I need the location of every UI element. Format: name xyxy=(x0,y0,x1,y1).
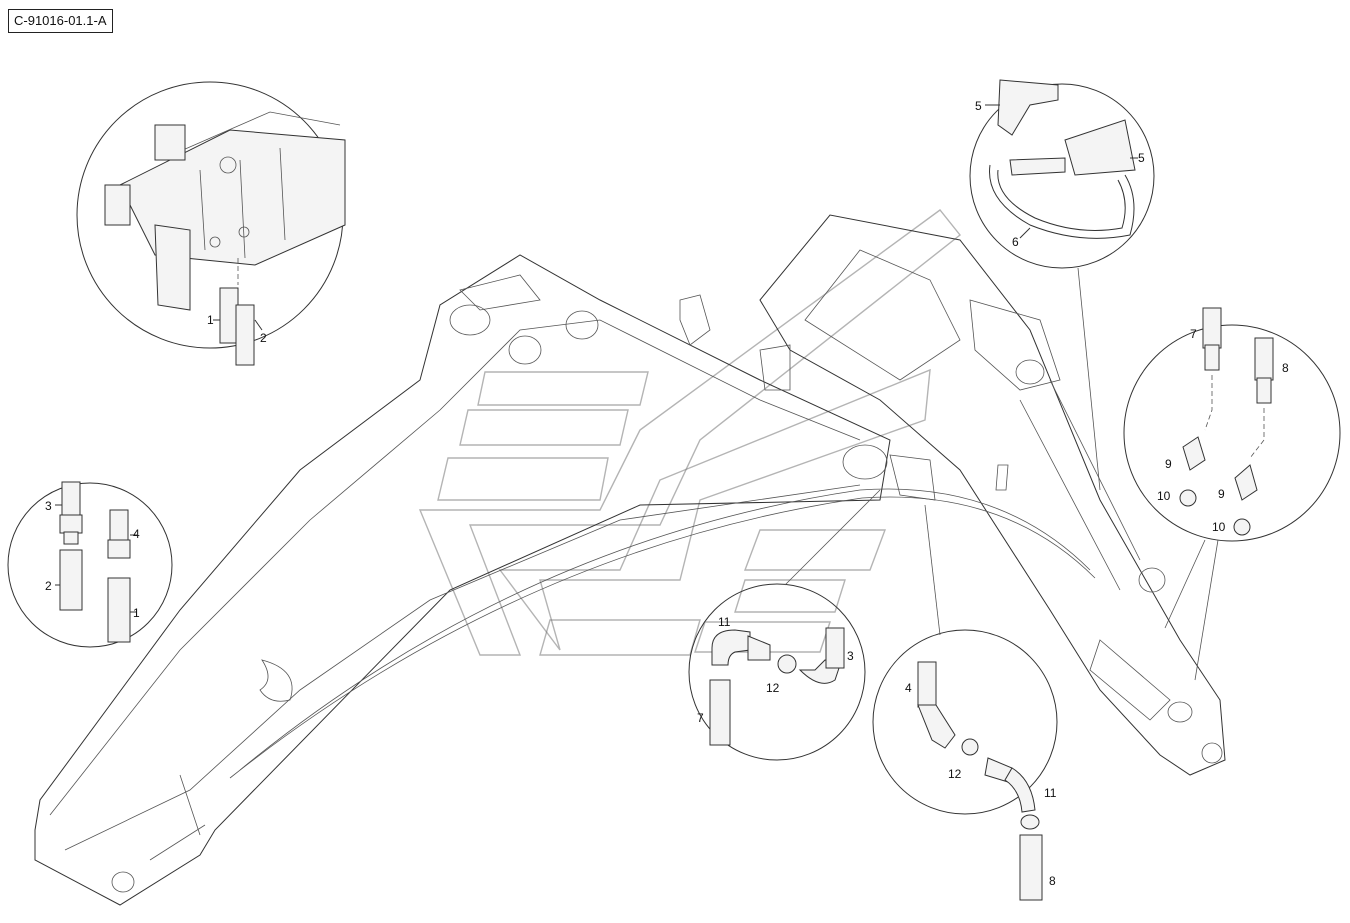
watermark-logo xyxy=(418,209,961,656)
detail-view-control-valve xyxy=(76,81,346,366)
callout-right-10-lower: 10 xyxy=(1212,520,1226,534)
callout-valve-fitting-1: 1 xyxy=(207,313,214,327)
callout-bottom-8: 8 xyxy=(1049,874,1056,888)
leader-line xyxy=(1077,267,1101,491)
hose-line xyxy=(229,496,1096,779)
callout-left-3: 3 xyxy=(45,499,52,513)
dipper-assembly xyxy=(679,214,1226,776)
callout-guard-5-right: 5 xyxy=(1138,151,1145,165)
callout-right-7: 7 xyxy=(1190,327,1197,341)
callout-right-8: 8 xyxy=(1282,361,1289,375)
callout-guard-5-top: 5 xyxy=(975,99,982,113)
detail-view-bottom-fittings xyxy=(872,504,1058,901)
callout-bottom-4: 4 xyxy=(905,681,912,695)
callout-left-2: 2 xyxy=(45,579,52,593)
callout-guard-6: 6 xyxy=(1012,235,1019,249)
callout-bottom-11: 11 xyxy=(1044,786,1057,800)
callout-center-11: 11 xyxy=(718,615,731,629)
boom-arm xyxy=(34,254,891,906)
callout-center-7: 7 xyxy=(697,711,704,725)
detail-view-center-fittings xyxy=(688,489,881,761)
callout-right-10-upper: 10 xyxy=(1157,489,1171,503)
callout-bottom-12: 12 xyxy=(948,767,962,781)
callout-center-12: 12 xyxy=(766,681,780,695)
drawing-reference-code: C-91016-01.1-A xyxy=(8,9,113,33)
callout-left-1: 1 xyxy=(133,606,140,620)
callout-right-9-lower: 9 xyxy=(1218,487,1225,501)
detail-view-hose-guard xyxy=(969,79,1155,269)
detail-view-right-fittings xyxy=(1123,307,1341,681)
callout-right-9-upper: 9 xyxy=(1165,457,1172,471)
detail-view-left-fittings xyxy=(7,481,173,648)
callout-center-3: 3 xyxy=(847,649,854,663)
callout-left-4: 4 xyxy=(133,527,140,541)
hose-line xyxy=(239,488,1091,771)
callout-valve-fitting-2: 2 xyxy=(260,331,267,345)
